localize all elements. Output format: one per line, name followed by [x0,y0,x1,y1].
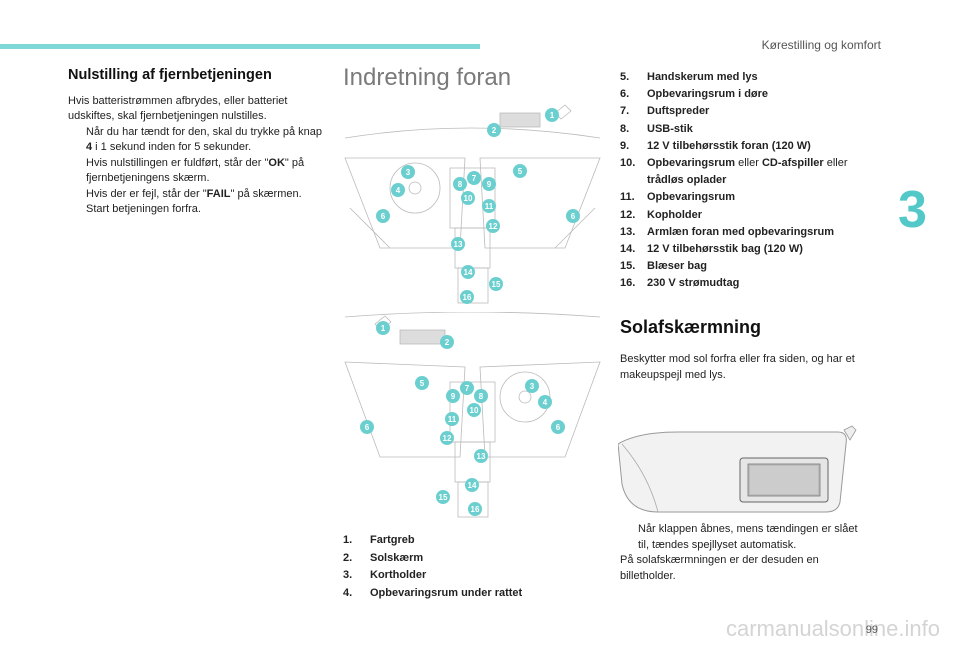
legend-item: 2.Solskærm [343,551,424,564]
sun-visor-illustration [618,425,857,513]
front-interior-title: Indretning foran [343,64,512,91]
bullet-continuation: Hvis der er fejl, står der "FAIL" på skæ… [86,187,302,200]
svg-text:8: 8 [479,392,484,401]
svg-text:6: 6 [381,212,386,221]
svg-text:16: 16 [471,505,480,514]
svg-text:11: 11 [485,202,494,211]
legend-item: 7.Duftspreder [620,105,710,118]
svg-text:6: 6 [365,423,370,432]
svg-text:1: 1 [550,111,555,120]
legend-item: 12.Kopholder [620,208,702,221]
legend-item: 3.Kortholder [343,569,427,581]
ok-text: OK [268,156,285,169]
svg-text:15: 15 [492,280,501,289]
page-number: 99 [865,624,878,636]
svg-text:9: 9 [451,392,456,401]
svg-text:8: 8 [458,180,463,189]
svg-text:7: 7 [465,384,470,393]
legend-item: 15.Blæser bag [620,260,707,273]
reset-remote-title: Nulstilling af fjernbetjeningen [68,67,272,83]
bullet-item: Når klappen åbnes, mens tændingen er slå… [620,522,870,553]
svg-text:13: 13 [454,240,463,249]
svg-text:4: 4 [396,186,401,195]
interior-diagram-lhd: 1 2 3 4 5 6 6 7 8 9 10 11 12 13 14 15 16 [344,104,601,304]
key-number: 4 [86,141,93,153]
sun-visor-notes: Når klappen åbnes, mens tændingen er slå… [620,522,870,584]
svg-text:3: 3 [406,168,411,177]
bullet-continuation: Hvis nulstillingen er fuldført, står der… [86,156,305,185]
svg-text:14: 14 [468,481,477,490]
interior-diagram-rhd: 1 2 3 4 5 6 6 7 8 9 10 11 12 13 14 15 16 [344,312,601,518]
chapter-number: 3 [898,181,927,239]
callout-group: 1 2 3 4 5 6 6 7 8 9 10 11 12 13 14 15 16 [360,321,565,516]
fail-text: FAIL [206,187,231,200]
sun-visor-outro: På solafskærmningen er der desuden en bi… [620,554,819,582]
svg-text:4: 4 [543,398,548,407]
svg-text:13: 13 [477,452,486,461]
section-title: Kørestilling og komfort [761,38,881,52]
svg-text:12: 12 [443,434,452,443]
svg-text:3: 3 [530,382,535,391]
svg-text:5: 5 [518,167,523,176]
svg-text:15: 15 [439,493,448,502]
svg-text:5: 5 [420,379,425,388]
svg-text:6: 6 [556,423,561,432]
bullet-icon [68,125,86,156]
legend-item: 1.Fartgreb [343,534,415,546]
svg-text:14: 14 [464,268,473,277]
svg-text:1: 1 [381,324,386,333]
legend-item: 4.Opbevaringsrum under rattet [343,586,523,599]
bullet-icon [620,522,638,553]
reset-intro: Hvis batteristrømmen afbrydes, eller bat… [68,94,288,123]
legend-item: 11.Opbevaringsrum [620,191,736,204]
svg-text:6: 6 [571,212,576,221]
svg-text:12: 12 [489,222,498,231]
reset-remote-section: Nulstilling af fjernbetjeningen Hvis bat… [68,67,330,218]
bullet-item: Når du har tændt for den, skal du trykke… [68,125,330,156]
legend-list-a: 1.Fartgreb 2.Solskærm 3.Kortholder 4.Opb… [343,532,522,602]
svg-text:10: 10 [470,406,479,415]
legend-item: 16.230 V strømudtag [620,277,740,290]
legend-item: 5.Handskerum med lys [620,71,758,83]
svg-text:11: 11 [448,415,457,424]
watermark: carmanualsonline.info [725,616,940,641]
legend-item: 9.12 V tilbehørsstik foran (120 W) [620,139,811,152]
sun-visor-intro: Beskytter mod sol forfra eller fra siden… [620,353,855,381]
top-accent-bar [0,44,480,49]
sun-visor-title: Solafskærmning [620,317,762,337]
svg-text:2: 2 [445,338,450,347]
legend-item: 10.Opbevaringsrum eller CD-afspiller ell… [620,157,848,187]
callout-group: 1 2 3 4 5 6 6 7 8 9 10 11 12 13 14 15 16 [376,108,580,304]
legend-item: 6.Opbevaringsrum i døre [620,88,769,101]
svg-text:10: 10 [464,194,473,203]
legend-list-b: 5.Handskerum med lys 6.Opbevaringsrum i … [620,69,890,293]
svg-text:7: 7 [472,174,477,183]
legend-item: 13.Armlæn foran med opbevaringsrum [620,225,835,238]
bullet-icon [68,202,86,218]
legend-item: 14.12 V tilbehørsstik bag (120 W) [620,243,803,256]
svg-text:9: 9 [487,180,492,189]
svg-text:2: 2 [492,126,497,135]
legend-item: 8.USB-stik [620,122,693,135]
bullet-item: Start betjeningen forfra. [68,202,330,218]
svg-text:16: 16 [463,293,472,302]
